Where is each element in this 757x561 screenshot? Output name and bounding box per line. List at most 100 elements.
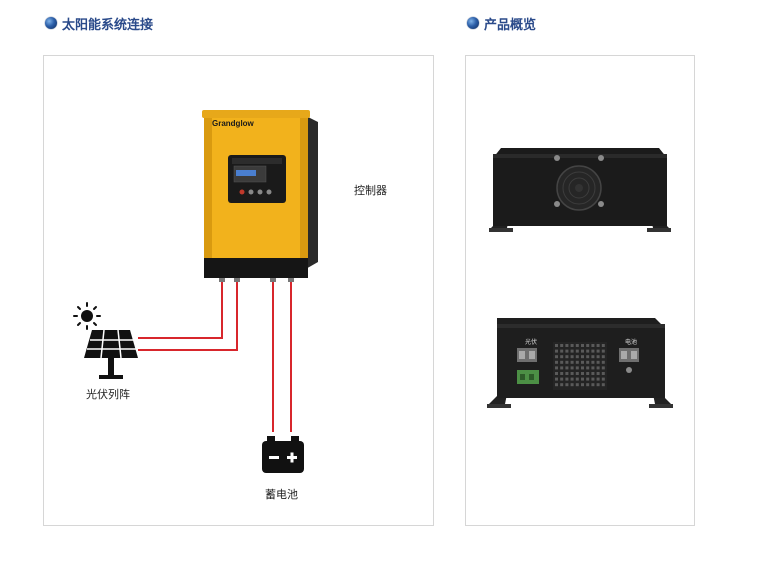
vent-hole [596, 344, 600, 347]
vent-hole [555, 355, 558, 359]
vent-hole [570, 360, 574, 364]
vent-hole [560, 372, 564, 375]
vent-hole [596, 372, 600, 375]
vent-hole [591, 344, 595, 347]
vent-hole [581, 360, 584, 364]
vent-hole [586, 360, 590, 364]
vent-hole [591, 349, 595, 353]
vent-hole [596, 377, 600, 381]
pv-port-label: 光伏 [525, 338, 537, 346]
vent-hole [575, 377, 579, 381]
brand-logo: Grandglow [212, 119, 255, 128]
vent-hole [560, 360, 564, 364]
vent-hole [581, 349, 584, 353]
controller-device: Grandglow [202, 110, 318, 278]
vent-hole [591, 355, 595, 359]
vent-hole [560, 344, 564, 347]
vent-hole [560, 366, 564, 370]
sun-icon [73, 302, 101, 330]
vent-hole [560, 349, 564, 353]
vent-hole [555, 349, 558, 353]
vent-hole [575, 355, 579, 359]
battery-label: 蓄电池 [265, 488, 298, 501]
vent-hole [601, 372, 605, 375]
vent-hole [581, 366, 584, 370]
vent-hole [555, 372, 558, 375]
pv-wire-positive [138, 276, 223, 339]
product-terminal-view: 光伏 电池 [487, 318, 673, 408]
vent-hole [560, 355, 564, 359]
bullet-icon [467, 17, 479, 29]
vent-hole [565, 377, 569, 381]
product-overview-panel [465, 55, 695, 526]
battery-port-label: 电池 [625, 338, 637, 346]
bullet-icon [45, 17, 57, 29]
vent-hole [581, 344, 584, 347]
section-title-overview: 产品概览 [467, 14, 537, 33]
vent-hole [581, 355, 584, 359]
vent-hole [586, 355, 590, 359]
vent-hole [586, 344, 590, 347]
vent-hole [565, 372, 569, 375]
vent-hole [586, 372, 590, 375]
vent-hole [555, 366, 558, 370]
vent-hole [570, 377, 574, 381]
vent-hole [570, 349, 574, 353]
vent-hole [555, 344, 558, 347]
vent-hole [591, 366, 595, 370]
vent-hole [596, 355, 600, 359]
battery-icon [262, 436, 304, 473]
vent-hole [555, 383, 558, 387]
vent-hole [596, 349, 600, 353]
vent-hole [601, 383, 605, 387]
vent-hole [570, 344, 574, 347]
vent-hole [565, 366, 569, 370]
vent-hole [581, 383, 584, 387]
pv-wire-negative [138, 276, 238, 351]
vent-hole [601, 355, 605, 359]
vent-hole [591, 372, 595, 375]
vent-hole [570, 383, 574, 387]
vent-hole [581, 372, 584, 375]
vent-hole [555, 377, 558, 381]
vent-hole [601, 366, 605, 370]
vent-hole [601, 360, 605, 364]
section-title-text: 产品概览 [484, 17, 537, 33]
vent-hole [565, 344, 569, 347]
solar-panel-icon [84, 329, 138, 379]
vent-hole [586, 377, 590, 381]
vent-hole [565, 383, 569, 387]
vent-hole [581, 377, 584, 381]
vent-hole [601, 377, 605, 381]
vent-hole [601, 344, 605, 347]
product-fan-view [489, 148, 671, 232]
vent-hole [560, 383, 564, 387]
vent-hole [575, 366, 579, 370]
pv-array-label: 光伏列阵 [86, 388, 130, 401]
vent-hole [601, 349, 605, 353]
vent-hole [560, 377, 564, 381]
vent-hole [591, 383, 595, 387]
vent-hole [575, 360, 579, 364]
vent-hole [565, 355, 569, 359]
vent-hole [565, 349, 569, 353]
vent-hole [565, 360, 569, 364]
vent-hole [596, 366, 600, 370]
vent-hole [596, 383, 600, 387]
section-title-text: 太阳能系统连接 [62, 17, 154, 33]
vent-hole [570, 366, 574, 370]
controller-label: 控制器 [354, 184, 387, 197]
vent-hole [555, 360, 558, 364]
vent-hole [570, 372, 574, 375]
vent-hole [575, 349, 579, 353]
vent-hole [586, 349, 590, 353]
vent-hole [575, 383, 579, 387]
vent-hole [586, 366, 590, 370]
vent-hole [575, 372, 579, 375]
section-title-connection: 太阳能系统连接 [45, 14, 154, 33]
vent-hole [596, 360, 600, 364]
vent-hole [591, 377, 595, 381]
vent-hole [591, 360, 595, 364]
vent-hole [570, 355, 574, 359]
